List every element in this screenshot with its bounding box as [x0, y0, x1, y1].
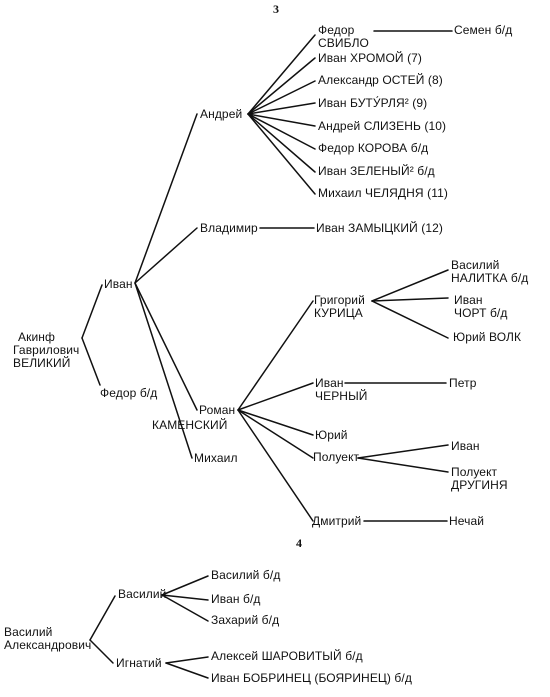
node-grigory-line1: Григорий — [314, 293, 365, 307]
node-vasily: Василий — [118, 587, 167, 601]
node-ivan-zamytsky: Иван ЗАМЫЦКИЙ (12) — [316, 221, 443, 235]
node-ivan-cherny-line1: Иван — [315, 376, 344, 390]
node-kamensky: КАМЕНСКИЙ — [152, 418, 228, 432]
line-akinf-fedor — [81, 337, 101, 386]
node-ivan-bobrinets: Иван БОБРИНЕЦ (БОЯРИНЕЦ) б/д — [211, 671, 412, 685]
node-zakhary-bd: Захарий б/д — [211, 613, 280, 627]
node-vasily-nalitka: Василий НАЛИТКА б/д — [451, 259, 528, 285]
line-akinf-ivan — [81, 284, 103, 339]
node-mikhail: Михаил — [194, 451, 238, 465]
node-ivan-zeleny: Иван ЗЕЛЕНЫЙ² б/д — [318, 164, 435, 178]
node-vasily-aleksandrovich-line2: Александрович — [4, 638, 92, 652]
node-akinf-line2: Гаврилович — [13, 343, 80, 357]
node-vasily-nalitka-line1: Василий — [451, 258, 500, 272]
node-vasily-nalitka-line2: НАЛИТКА б/д — [451, 271, 529, 285]
node-fedor: Федор б/д — [100, 386, 158, 400]
node-poluekt-druginya-line1: Полуект — [451, 465, 498, 479]
page-number-top: 3 — [273, 2, 279, 16]
line-ivan-roman — [134, 282, 198, 411]
node-ivan-chort-line1: Иван — [454, 293, 483, 307]
node-aleksandr-ostey: Александр ОСТЕЙ (8) — [318, 73, 443, 87]
node-ivan-buturlya: Иван БУТУ́РЛЯ² (9) — [318, 96, 428, 110]
node-andrey: Андрей — [200, 107, 243, 121]
node-vasily-aleksandrovich-line1: Василий — [4, 625, 53, 639]
line-ivan-andrey — [134, 113, 198, 284]
node-yury: Юрий — [315, 428, 348, 442]
node-ivan-chort-line2: ЧОРТ б/д — [454, 306, 508, 320]
node-fedor-sviblo-line2: СВИБЛО — [318, 36, 369, 50]
node-ivan: Иван — [104, 277, 133, 291]
node-poluekt: Полуект — [313, 450, 360, 464]
node-ivan-bd: Иван б/д — [211, 592, 261, 606]
node-ivan-p: Иван — [451, 439, 480, 453]
node-vladimir: Владимир — [200, 221, 258, 235]
node-grigory-kuritsa: Григорий КУРИЦА — [314, 294, 365, 320]
node-ivan-chort: Иван ЧОРТ б/д — [454, 294, 507, 320]
node-akinf: Акинф Гаврилович ВЕЛИКИЙ — [13, 331, 79, 370]
node-fedor-sviblo: Федор СВИБЛО — [318, 24, 369, 50]
node-yury-volk: Юрий ВОЛК — [453, 330, 522, 344]
node-poluekt-druginya-line2: ДРУГИНЯ — [451, 478, 508, 492]
node-andrey-slizen: Андрей СЛИЗЕНЬ (10) — [318, 119, 447, 133]
node-semen: Семен б/д — [454, 23, 513, 37]
node-fedor-sviblo-line1: Федор — [318, 23, 355, 37]
node-ignaty: Игнатий — [116, 656, 162, 670]
node-aleksey-sharovity: Алексей ШАРОВИТЫЙ б/д — [211, 649, 363, 663]
node-ivan-cherny: Иван ЧЕРНЫЙ — [315, 377, 368, 403]
node-ivan-khromoy: Иван ХРОМОЙ (7) — [318, 51, 423, 65]
page-number-mid: 4 — [296, 536, 302, 550]
node-petr: Петр — [449, 376, 477, 390]
node-poluekt-druginya: Полуект ДРУГИНЯ — [451, 466, 508, 492]
node-fedor-korova: Федор КОРОВА б/д — [318, 141, 429, 155]
line-ivan-mikhail — [134, 282, 193, 459]
node-grigory-line2: КУРИЦА — [314, 306, 363, 320]
node-vasily-aleksandrovich: Василий Александрович — [4, 626, 91, 652]
node-mikhail-chelyadnya: Михаил ЧЕЛЯДНЯ (11) — [318, 186, 448, 200]
node-ivan-cherny-line2: ЧЕРНЫЙ — [315, 389, 368, 403]
node-akinf-line1: Акинф — [18, 330, 55, 344]
line-ivan-vladimir — [134, 227, 198, 284]
node-akinf-line3: ВЕЛИКИЙ — [13, 356, 71, 370]
node-roman: Роман — [199, 403, 236, 417]
node-dmitry: Дмитрий — [312, 514, 362, 528]
node-nechay: Нечай — [449, 514, 485, 528]
node-vasily-bd: Василий б/д — [211, 568, 281, 582]
